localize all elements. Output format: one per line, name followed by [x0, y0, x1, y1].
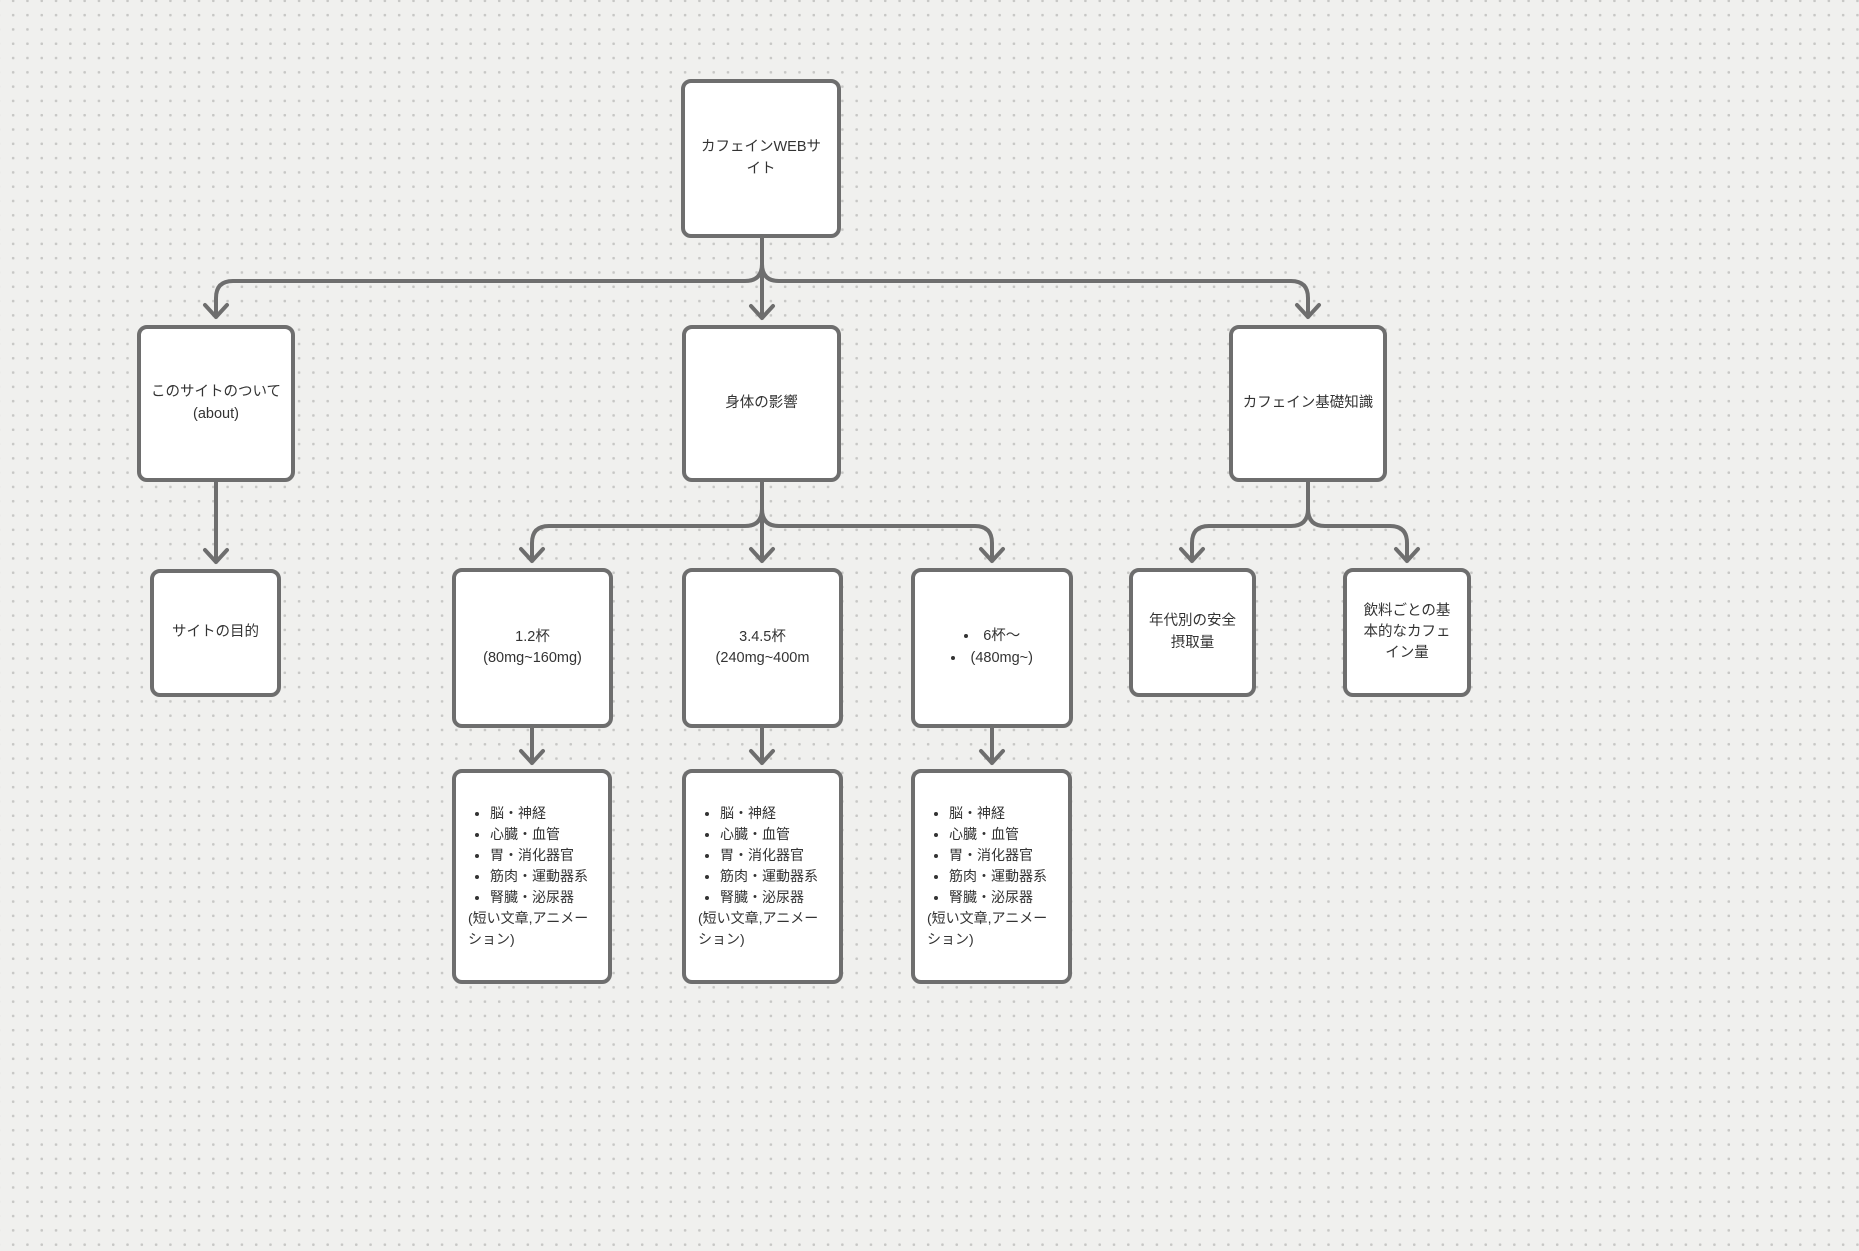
- list-item: 胃・消化器官: [490, 845, 596, 866]
- list-item: 筋肉・運動器系: [490, 866, 596, 887]
- node-about[interactable]: このサイトのついて (about): [137, 325, 295, 482]
- list-item: 心臓・血管: [949, 824, 1056, 845]
- effects-list: 脳・神経 心臓・血管 胃・消化器官 筋肉・運動器系 腎臓・泌尿器: [468, 803, 596, 908]
- list-item: 腎臓・泌尿器: [949, 887, 1056, 908]
- list-item: 脳・神経: [949, 803, 1056, 824]
- node-effects-list-1[interactable]: 脳・神経 心臓・血管 胃・消化器官 筋肉・運動器系 腎臓・泌尿器 (短い文章,ア…: [452, 769, 612, 984]
- list-item: 胃・消化器官: [949, 845, 1056, 866]
- node-root-label: カフェインWEBサ イト: [700, 139, 822, 177]
- list-item: 脳・神経: [720, 803, 827, 824]
- effects-list-footer: (短い文章,アニメー ション): [468, 910, 589, 947]
- edge-basics-drinks: [1306, 480, 1420, 563]
- edge-cups12-list1: [519, 726, 545, 765]
- edge-root-body-effects: [749, 236, 775, 320]
- node-drink-caffeine-label: 飲料ごとの基 本的なカフェ イン量: [1363, 602, 1451, 661]
- node-cups-3-4-5-label: 3.4.5杯 (240mg~400m: [715, 628, 810, 666]
- effects-list-content: 脳・神経 心臓・血管 胃・消化器官 筋肉・運動器系 腎臓・泌尿器 (短い文章,ア…: [456, 803, 608, 950]
- edge-root-about: [203, 236, 764, 319]
- effects-list-content: 脳・神経 心臓・血管 胃・消化器官 筋肉・運動器系 腎臓・泌尿器 (短い文章,ア…: [686, 803, 839, 950]
- node-root[interactable]: カフェインWEBサ イト: [681, 79, 841, 238]
- edge-basics-age: [1179, 480, 1310, 563]
- node-effects-list-2[interactable]: 脳・神経 心臓・血管 胃・消化器官 筋肉・運動器系 腎臓・泌尿器 (短い文章,ア…: [682, 769, 843, 984]
- node-about-label: このサイトのついて (about): [150, 384, 282, 422]
- list-item: 腎臓・泌尿器: [490, 887, 596, 908]
- node-cups-1-2[interactable]: 1.2杯 (80mg~160mg): [452, 568, 613, 728]
- node-drink-caffeine[interactable]: 飲料ごとの基 本的なカフェ イン量: [1343, 568, 1471, 697]
- node-basics-label: カフェイン基礎知識: [1242, 394, 1374, 411]
- node-body-effects[interactable]: 身体の影響: [682, 325, 841, 482]
- node-basics[interactable]: カフェイン基礎知識: [1229, 325, 1387, 482]
- node-age-intake[interactable]: 年代別の安全 摂取量: [1129, 568, 1256, 697]
- node-age-intake-label: 年代別の安全 摂取量: [1149, 613, 1236, 651]
- effects-list: 脳・神経 心臓・血管 胃・消化器官 筋肉・運動器系 腎臓・泌尿器: [927, 803, 1056, 908]
- effects-list: 脳・神経 心臓・血管 胃・消化器官 筋肉・運動器系 腎臓・泌尿器: [698, 803, 827, 908]
- list-item: 胃・消化器官: [720, 845, 827, 866]
- node-purpose-label: サイトの目的: [172, 624, 259, 641]
- list-item: 脳・神経: [490, 803, 596, 824]
- edge-body-cups6: [760, 480, 1005, 563]
- edge-about-purpose: [203, 480, 229, 564]
- effects-list-footer: (短い文章,アニメー ション): [698, 910, 819, 947]
- node-body-effects-label: 身体の影響: [725, 394, 798, 411]
- node-cups-6-list: 6杯〜 (480mg~): [951, 626, 1033, 670]
- node-effects-list-3[interactable]: 脳・神経 心臓・血管 胃・消化器官 筋肉・運動器系 腎臓・泌尿器 (短い文章,ア…: [911, 769, 1072, 984]
- list-item: 筋肉・運動器系: [720, 866, 827, 887]
- edge-body-cups345: [749, 480, 775, 563]
- edge-cups345-list2: [749, 726, 775, 765]
- node-cups-6[interactable]: 6杯〜 (480mg~): [911, 568, 1073, 728]
- node-purpose[interactable]: サイトの目的: [150, 569, 281, 697]
- list-item: (480mg~): [951, 648, 1033, 670]
- edge-body-cups12: [519, 480, 764, 563]
- node-cups-3-4-5[interactable]: 3.4.5杯 (240mg~400m: [682, 568, 843, 728]
- edge-root-basics: [760, 236, 1321, 319]
- list-item: 心臓・血管: [490, 824, 596, 845]
- list-item: 心臓・血管: [720, 824, 827, 845]
- list-item: 腎臓・泌尿器: [720, 887, 827, 908]
- node-cups-1-2-label: 1.2杯 (80mg~160mg): [483, 628, 582, 666]
- effects-list-content: 脳・神経 心臓・血管 胃・消化器官 筋肉・運動器系 腎臓・泌尿器 (短い文章,ア…: [915, 803, 1068, 950]
- edge-cups6-list3: [979, 726, 1005, 765]
- list-item: 6杯〜: [951, 626, 1033, 648]
- effects-list-footer: (短い文章,アニメー ション): [927, 910, 1048, 947]
- list-item: 筋肉・運動器系: [949, 866, 1056, 887]
